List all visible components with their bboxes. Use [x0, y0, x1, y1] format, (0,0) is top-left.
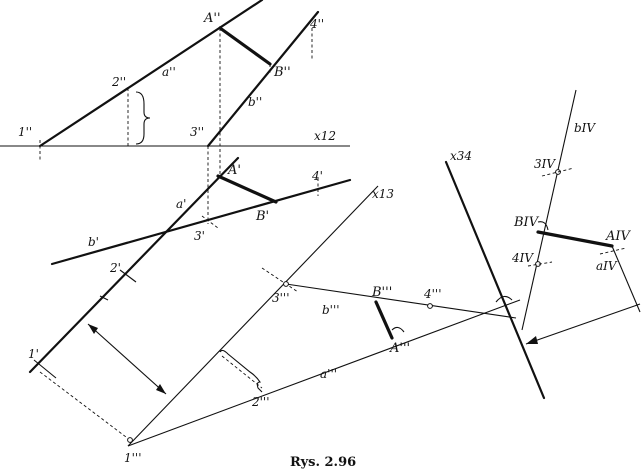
- line-a-third: [127, 299, 521, 447]
- distance-arrow-34: [525, 303, 641, 345]
- segment-ab-fourth: [536, 230, 614, 248]
- axis-x13: [127, 185, 379, 447]
- label-A-fourth: AIV: [605, 229, 632, 244]
- right-angle-mark-third: [391, 326, 405, 333]
- right-angle-mark-34: [495, 295, 513, 303]
- point-3-fourth: [555, 169, 561, 175]
- arrowhead-13a: [88, 324, 98, 334]
- label-x34: x34: [450, 149, 472, 163]
- label-3-top: 3': [194, 229, 205, 243]
- tick-a-fourth: [599, 247, 627, 255]
- tick-4-fourth: [527, 261, 553, 267]
- label-x12: x12: [314, 129, 336, 143]
- tick-3-top: [201, 215, 219, 229]
- segment-ab-top: [216, 174, 278, 204]
- label-b-top: b': [88, 235, 99, 249]
- label-b-front: b'': [248, 95, 262, 109]
- tick-mid-top: [99, 295, 109, 301]
- label-3-third: 3''': [272, 291, 290, 305]
- arrowhead-34a: [526, 336, 538, 344]
- label-4-fourth: 4IV: [511, 251, 534, 265]
- line-a-top: [28, 156, 240, 374]
- label-b-third: b''': [322, 303, 340, 317]
- tick-1-top: [33, 359, 57, 379]
- recall-1-to-x13: [39, 371, 131, 441]
- point-3-third: [283, 281, 289, 287]
- label-4-third: 4''': [423, 287, 442, 301]
- point-1-third: [127, 437, 133, 443]
- segment-ab-third: [374, 300, 394, 340]
- label-A-front: A'': [203, 11, 221, 26]
- line-b-front: [206, 10, 320, 148]
- label-a-front: a'': [162, 65, 176, 79]
- label-2-third: 2''': [251, 395, 270, 409]
- recall-2-to-x13: [221, 355, 263, 389]
- label-a-top: a': [176, 197, 186, 211]
- arrowhead-13b: [156, 384, 166, 394]
- line-b-third: [285, 283, 517, 319]
- label-a-third: a''': [320, 367, 337, 381]
- tick-2-top: [119, 269, 137, 283]
- figure-caption: Rys. 2.96: [290, 455, 356, 470]
- line-b-top: [50, 178, 352, 266]
- line-b-fourth: [521, 89, 577, 331]
- axis-x34: [444, 160, 546, 400]
- label-b-fourth: bIV: [574, 121, 596, 135]
- label-3-fourth: 3IV: [534, 157, 556, 171]
- line-a-fourth: [611, 245, 641, 313]
- label-B-third: B''': [371, 285, 392, 300]
- label-B-front: B'': [273, 65, 291, 80]
- label-4-front: 4'': [309, 17, 324, 31]
- label-B-fourth: BIV: [513, 215, 540, 230]
- label-2-front: 2'': [111, 75, 126, 89]
- point-4-third: [427, 303, 433, 309]
- label-x13: x13: [372, 187, 394, 201]
- distance-brace-13: [219, 349, 263, 393]
- label-1-top: 1': [28, 347, 39, 361]
- label-a-fourth: aIV: [596, 259, 618, 273]
- right-angle-mark-fourth: [537, 221, 549, 231]
- label-1-third: 1''': [124, 451, 142, 465]
- segment-ab-front: [218, 26, 272, 66]
- recall-3-to-x13: [261, 267, 299, 293]
- label-A-top: A': [227, 163, 241, 178]
- distance-brace-front: [135, 91, 151, 145]
- line-a-front: [38, 0, 264, 148]
- label-A-third: A''': [389, 341, 410, 356]
- label-3-front: 3'': [190, 125, 204, 139]
- label-4-top: 4': [311, 169, 323, 183]
- label-B-top: B': [255, 209, 269, 224]
- label-1-front: 1'': [18, 125, 32, 139]
- label-2-top: 2': [109, 261, 121, 275]
- distance-arrow-13: [87, 323, 167, 395]
